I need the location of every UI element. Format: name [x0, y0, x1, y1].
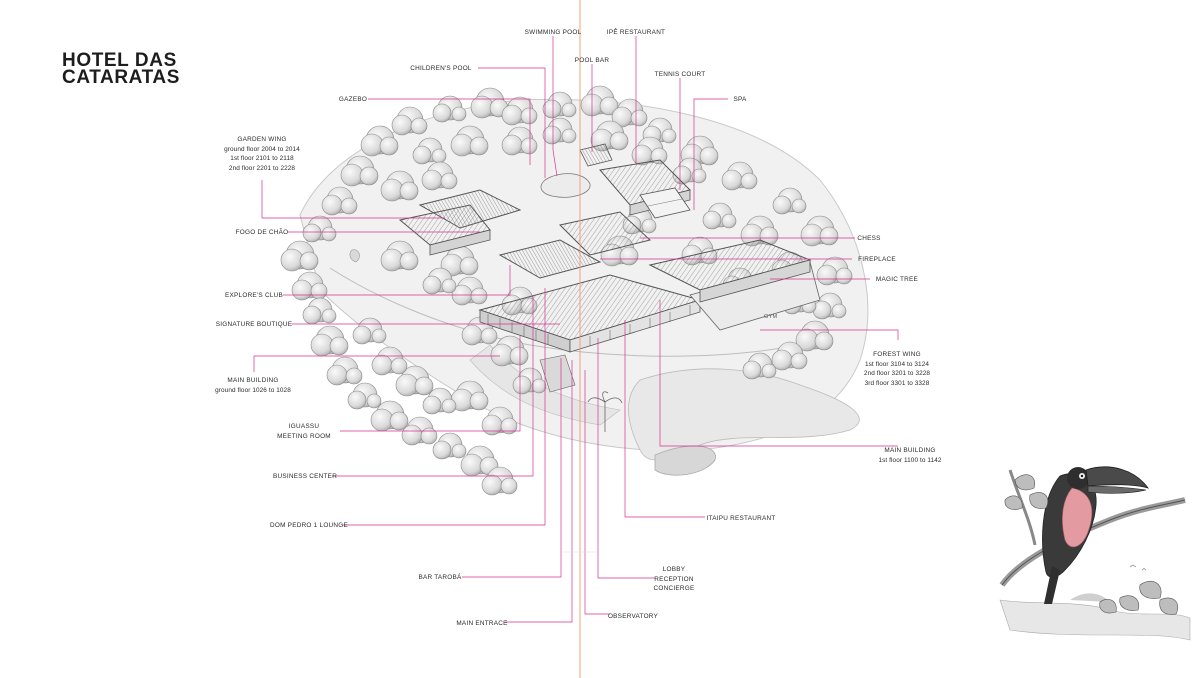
label-signature-boutique: SIGNATURE BOUTIQUE: [215, 321, 293, 328]
toucan-illustration: [999, 466, 1191, 641]
lobby-line-1: LOBBY: [662, 566, 686, 573]
label-explorers-club: EXPLORE'S CLUB: [225, 292, 283, 299]
label-bar-taroba: BAR TAROBÁ: [418, 574, 462, 581]
garden-wing-floor-2: 1st floor 2101 to 2118: [230, 155, 294, 162]
label-main-entrance: MAIN ENTRACE: [456, 620, 508, 627]
label-childrens-pool: CHILDREN'S POOL: [410, 65, 472, 72]
logo-line-1: HOTEL DAS: [62, 50, 177, 71]
label-ipe-restaurant: IPÊ RESTAURANT: [606, 29, 666, 36]
label-dom-pedro-lounge: DOM PEDRO 1 LOUNGE: [269, 522, 349, 529]
hotel-logo: HOTEL DAS CATARATAS: [62, 50, 180, 88]
label-spa: SPA: [733, 96, 747, 103]
label-swimming-pool: SWIMMING POOL: [524, 29, 582, 36]
main-building-ground-title: MAIN BUILDING: [227, 377, 279, 384]
main-building-first-title: MAIN BUILDING: [884, 447, 936, 454]
label-gazebo: GAZEBO: [338, 96, 368, 103]
garden-wing-title: GARDEN WING: [237, 136, 287, 143]
label-tennis-court: TENNIS COURT: [654, 71, 706, 78]
label-iguassu-meeting-room: IGUASSU MEETING ROOM: [277, 422, 331, 441]
label-chess: CHESS: [857, 235, 881, 242]
label-main-building-ground: MAIN BUILDING ground floor 1026 to 1028: [215, 376, 291, 395]
label-lobby: LOBBY RECEPTION CONCIERGE: [654, 565, 695, 594]
lobby-line-2: RECEPTION: [654, 575, 694, 583]
label-itaipu-restaurant: ITAIPU RESTAURANT: [706, 515, 776, 522]
logo-line-2: CATARATAS: [62, 67, 180, 88]
label-observatory: OBSERVATORY: [607, 613, 659, 620]
iguassu-line-2: MEETING ROOM: [277, 432, 331, 440]
label-garden-wing: GARDEN WING ground floor 2004 to 2014 1s…: [224, 135, 300, 173]
label-gym: GYM: [764, 314, 778, 320]
label-magic-tree: MAGIC TREE: [875, 276, 919, 283]
main-building-ground-rooms: ground floor 1026 to 1028: [215, 386, 291, 394]
callout-lines: [253, 36, 899, 623]
garden-wing-floor-1: ground floor 2004 to 2014: [224, 145, 300, 153]
label-main-building-first: MAIN BUILDING 1st floor 1100 to 1142: [878, 446, 941, 465]
label-forest-wing: FOREST WING 1st floor 3104 to 3124 2nd f…: [864, 350, 930, 388]
forest-wing-floor-1: 1st floor 3104 to 3124: [864, 360, 930, 368]
forest-wing-floor-3: 3rd floor 3301 to 3328: [864, 379, 930, 387]
forest-wing-floor-2: 2nd floor 3201 to 3228: [863, 370, 931, 377]
main-building-first-rooms: 1st floor 1100 to 1142: [878, 456, 942, 464]
lobby-line-3: CONCIERGE: [653, 585, 695, 592]
label-fogo-de-chao: FOGO DE CHÃO: [235, 229, 289, 236]
label-fireplace: FIREPLACE: [858, 256, 896, 263]
garden-wing-floor-3: 2nd floor 2201 to 2228: [228, 164, 296, 172]
forest-wing-title: FOREST WING: [873, 351, 921, 358]
label-business-center: BUSINESS CENTER: [272, 473, 338, 480]
iguassu-line-1: IGUASSU: [288, 423, 320, 430]
label-pool-bar: POOL BAR: [574, 57, 610, 64]
